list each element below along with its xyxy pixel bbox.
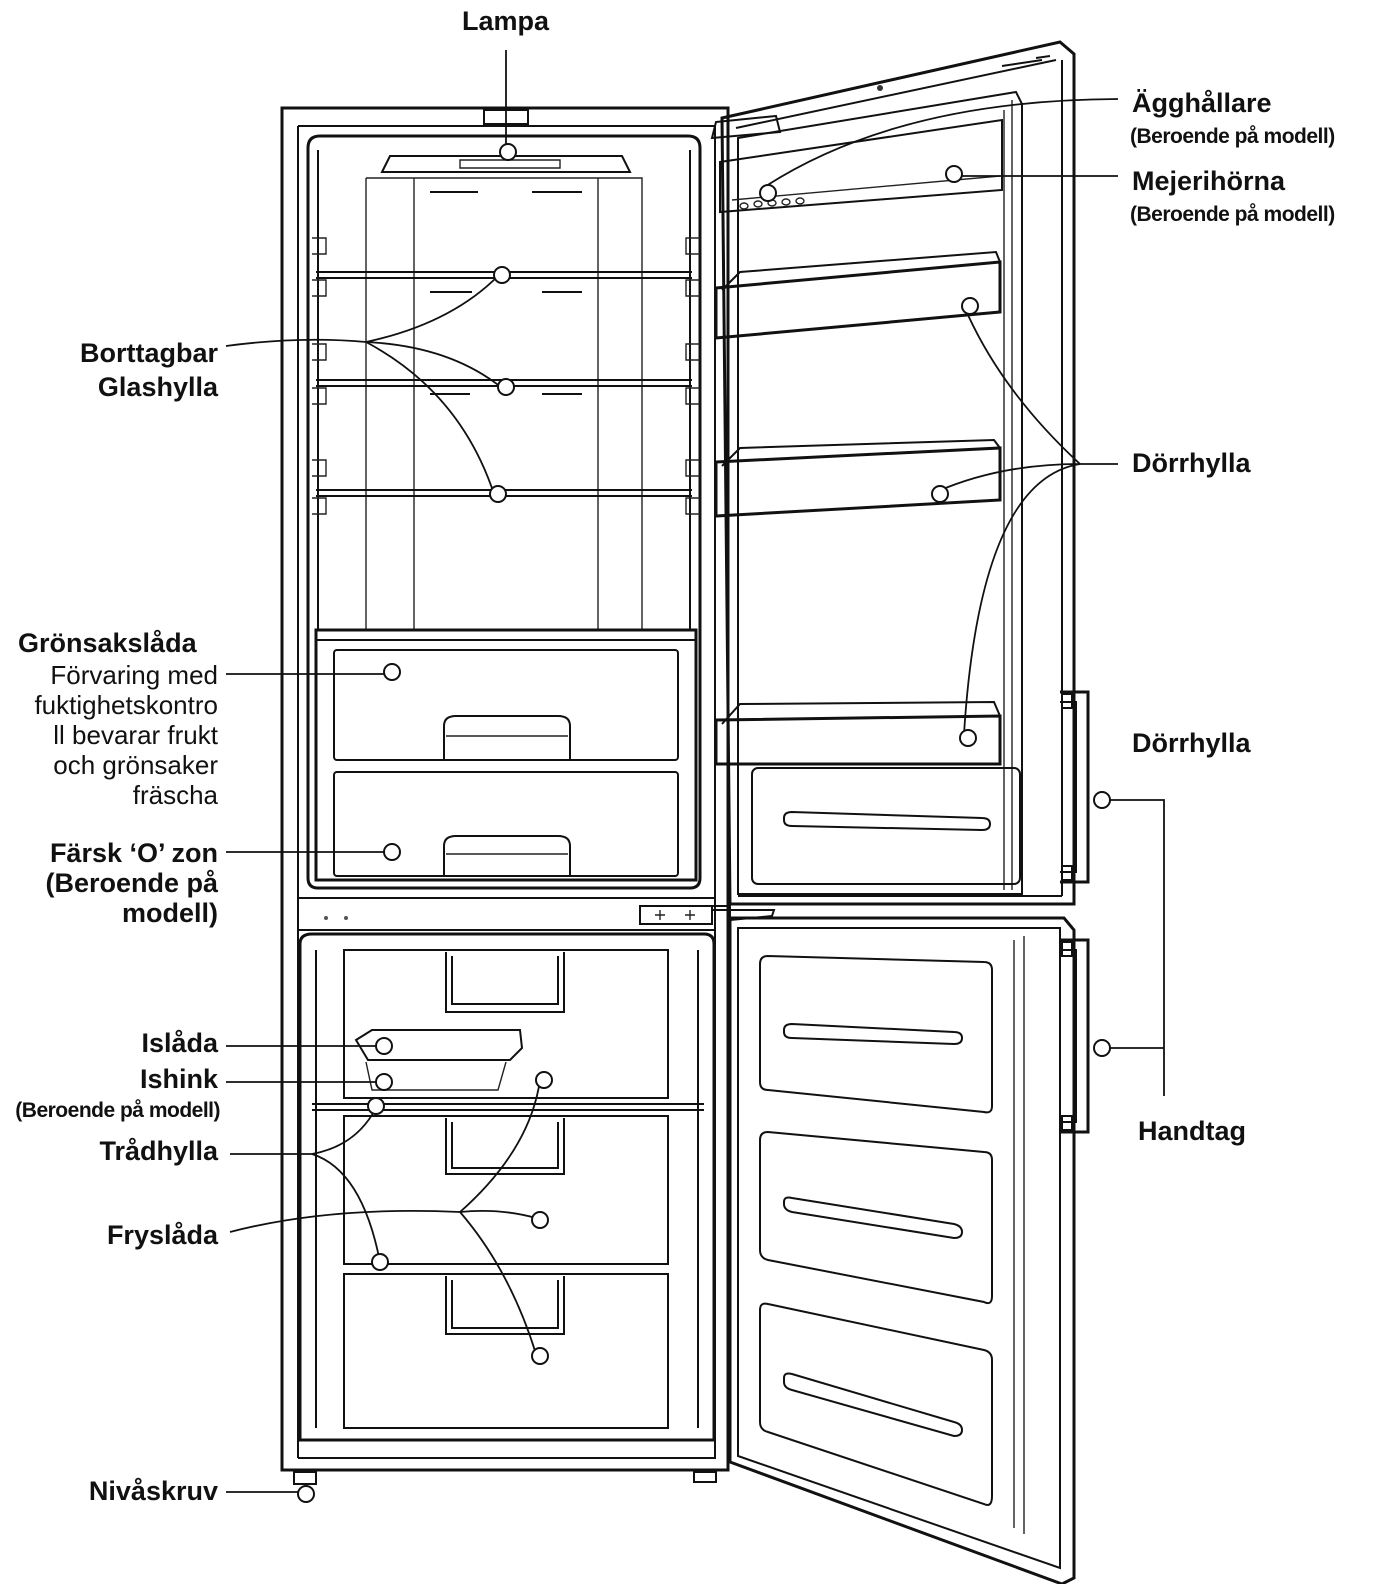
label-tradhylla: Trådhylla	[99, 1136, 218, 1166]
label-agghallare-sub: (Beroende på modell)	[1130, 125, 1335, 148]
callout-dots	[297, 143, 1111, 1503]
label-islada: Islåda	[141, 1028, 218, 1058]
label-borttagbar: Borttagbar	[79, 338, 218, 368]
label-glashylla: Glashylla	[97, 372, 218, 402]
label-mejerihorna-sub: (Beroende på modell)	[1130, 203, 1335, 226]
fridge-door	[710, 40, 1090, 906]
gronsakslada-desc-2: fuktighetskontro	[34, 690, 218, 720]
label-gronsakslada: Grönsakslåda	[18, 628, 197, 658]
label-ishink-sub: (Beroende på modell)	[15, 1099, 220, 1122]
label-nivaskruv: Nivåskruv	[88, 1476, 218, 1506]
label-ishink: Ishink	[139, 1064, 218, 1094]
label-fryslada: Fryslåda	[106, 1220, 218, 1250]
freezer-door	[712, 905, 1090, 1584]
gronsakslada-desc-4: och grönsaker	[53, 750, 218, 780]
gronsakslada-desc-3: ll bevarar frukt	[53, 720, 218, 750]
leader-lines	[225, 50, 1165, 1493]
label-agghallare: Ägghållare	[1132, 88, 1272, 118]
label-lampa: Lampa	[462, 6, 550, 36]
gronsakslada-desc-1: Förvaring med	[50, 660, 218, 690]
label-farsk-o-zon: Färsk ‘O’ zon	[49, 838, 218, 868]
label-mejerihorna: Mejerihörna	[1132, 166, 1286, 196]
label-farsk-sub-1: (Beroende på	[45, 868, 218, 898]
gronsakslada-desc-5: fräscha	[132, 780, 218, 810]
label-handtag: Handtag	[1138, 1116, 1246, 1146]
label-farsk-sub-2: modell)	[121, 898, 218, 928]
label-dorrhylla-lower: Dörrhylla	[1132, 728, 1251, 758]
label-dorrhylla-upper: Dörrhylla	[1132, 448, 1251, 478]
